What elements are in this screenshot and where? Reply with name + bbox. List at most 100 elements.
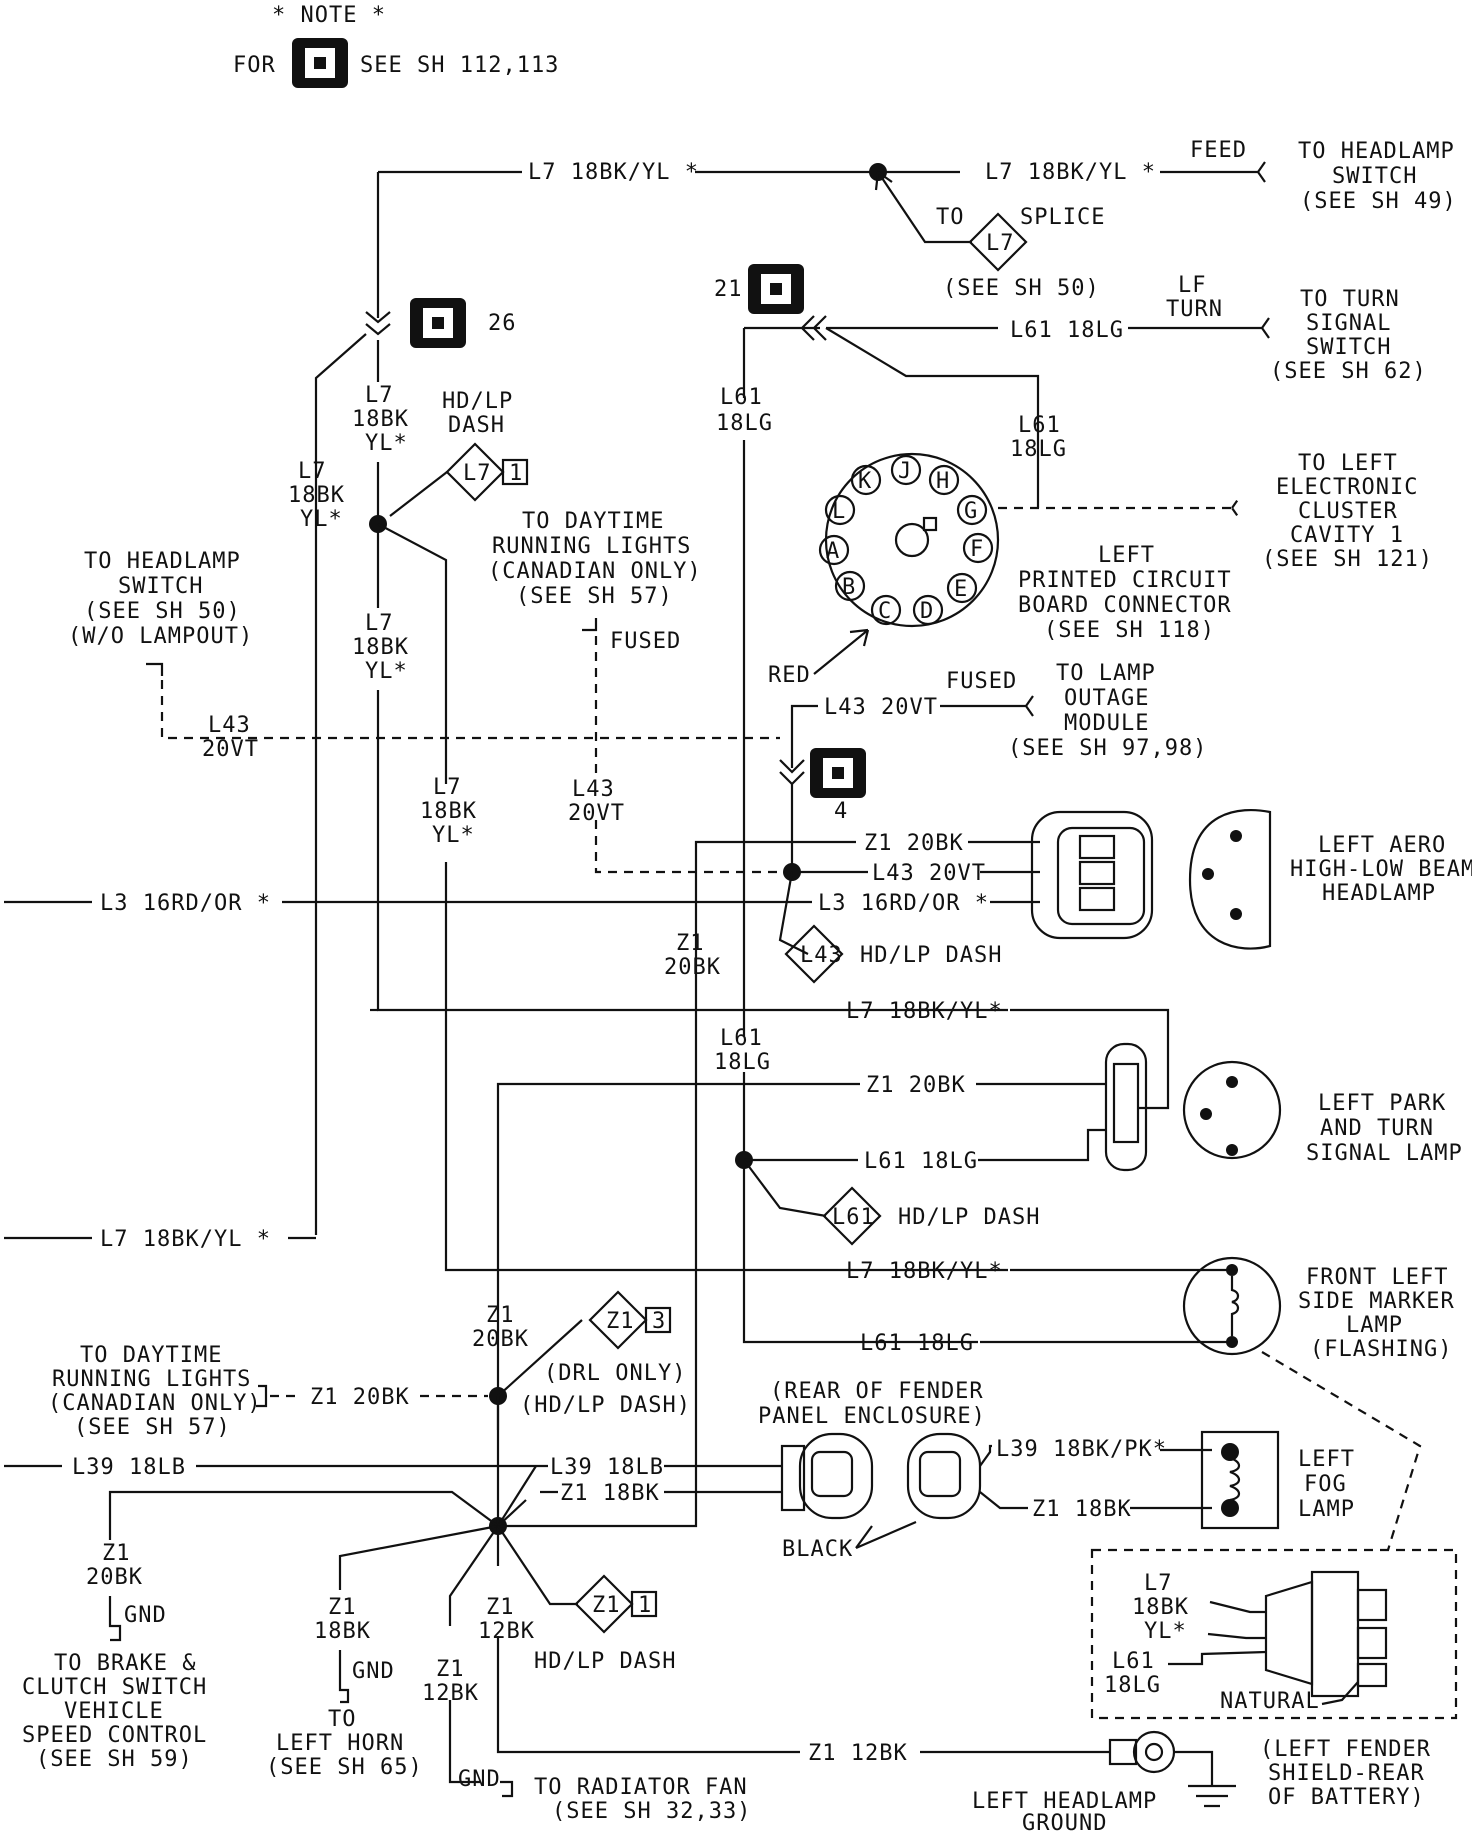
svg-text:18BK: 18BK	[1132, 1595, 1189, 1620]
lamp-outage-label: TO LAMP OUTAGE MODULE (SEE SH 97,98)	[1008, 661, 1206, 761]
headlamp-switch-left-label: TO HEADLAMP SWITCH (SEE SH 50) (W/O LAMP…	[68, 549, 253, 649]
svg-text:18LG: 18LG	[714, 1050, 771, 1075]
splice-diamond	[968, 212, 1028, 272]
side-marker-label: FRONT LEFT SIDE MARKER LAMP (FLASHING)	[1298, 1265, 1455, 1362]
svg-text:18BK: 18BK	[420, 799, 477, 824]
svg-text:18BK: 18BK	[352, 407, 409, 432]
svg-text:LAMP: LAMP	[1298, 1497, 1355, 1522]
svg-text:GND: GND	[458, 1767, 501, 1792]
svg-text:TO DAYTIME: TO DAYTIME	[80, 1343, 222, 1368]
svg-text:(FLASHING): (FLASHING)	[1310, 1337, 1452, 1362]
svg-text:TO BRAKE &: TO BRAKE &	[54, 1651, 196, 1676]
lamp-icon	[1030, 809, 1272, 950]
svg-text:SWITCH: SWITCH	[1332, 164, 1417, 189]
svg-text:F: F	[970, 537, 984, 562]
svg-text:CLUSTER: CLUSTER	[1298, 499, 1398, 524]
svg-text:G: G	[964, 499, 978, 524]
svg-text:3: 3	[652, 1309, 666, 1334]
svg-text:(SEE SH 121): (SEE SH 121)	[1262, 547, 1433, 572]
svg-text:18LG: 18LG	[716, 411, 773, 436]
hdlp-dash-l43: HD/LP DASH	[860, 943, 1002, 968]
park-turn-lamp-label: LEFT PARK AND TURN SIGNAL LAMP	[1306, 1091, 1462, 1166]
svg-text:L61 18LG: L61 18LG	[1010, 318, 1124, 343]
splice-label: SPLICE	[1020, 205, 1105, 230]
svg-text:Z1: Z1	[676, 931, 705, 956]
radiator-fan-label: TO RADIATOR FAN (SEE SH 32,33)	[534, 1775, 751, 1824]
connector-icon	[410, 298, 466, 348]
svg-text:TO DAYTIME: TO DAYTIME	[522, 509, 664, 534]
svg-text:L61: L61	[1112, 1649, 1155, 1674]
hdlp-dash-l61: HD/LP DASH	[898, 1205, 1040, 1230]
svg-text:(SEE SH 32,33): (SEE SH 32,33)	[552, 1799, 751, 1824]
svg-text:TO TURN: TO TURN	[1300, 287, 1400, 312]
fog-connector-icon	[780, 1432, 982, 1520]
hdlp-dash-bottom: HD/LP DASH	[534, 1649, 676, 1674]
svg-text:(SEE SH 118): (SEE SH 118)	[1044, 618, 1215, 643]
svg-text:SWITCH: SWITCH	[118, 574, 203, 599]
lamp-icon	[1182, 1256, 1282, 1356]
svg-text:OUTAGE: OUTAGE	[1064, 686, 1149, 711]
svg-text:20VT: 20VT	[202, 737, 259, 762]
svg-text:TURN: TURN	[1166, 297, 1223, 322]
svg-text:TO HEADLAMP: TO HEADLAMP	[84, 549, 241, 574]
horn-label: TO LEFT HORN (SEE SH 65)	[266, 1707, 423, 1780]
svg-text:LEFT PARK: LEFT PARK	[1318, 1091, 1446, 1116]
turn-signal-switch-label: TO TURN SIGNAL SWITCH (SEE SH 62)	[1270, 287, 1426, 384]
svg-text:YL*: YL*	[1144, 1619, 1187, 1644]
svg-text:Z1: Z1	[592, 1593, 621, 1618]
svg-text:RUNNING LIGHTS: RUNNING LIGHTS	[492, 534, 691, 559]
svg-text:PRINTED CIRCUIT: PRINTED CIRCUIT	[1018, 568, 1232, 593]
svg-text:HIGH-LOW BEAM: HIGH-LOW BEAM	[1290, 857, 1472, 882]
splice-see: (SEE SH 50)	[943, 276, 1100, 301]
svg-text:18LG: 18LG	[1104, 1673, 1161, 1698]
svg-text:1: 1	[509, 461, 523, 486]
natural-label: NATURAL	[1220, 1689, 1320, 1714]
svg-text:SHIELD-REAR: SHIELD-REAR	[1268, 1761, 1425, 1786]
svg-text:Z1: Z1	[486, 1595, 515, 1620]
svg-text:L7: L7	[463, 461, 492, 486]
svg-text:HD/LP: HD/LP	[442, 389, 513, 414]
brake-switch-label: TO BRAKE & CLUTCH SWITCH VEHICLE SPEED C…	[22, 1651, 206, 1772]
svg-text:YL*: YL*	[365, 431, 408, 456]
svg-text:K: K	[858, 469, 872, 494]
svg-text:C: C	[878, 599, 892, 624]
svg-text:TO LEFT: TO LEFT	[1298, 451, 1398, 476]
svg-text:LAMP: LAMP	[1346, 1313, 1403, 1338]
black-label: BLACK	[782, 1537, 853, 1562]
svg-text:(LEFT FENDER: (LEFT FENDER	[1260, 1737, 1431, 1762]
hdlp-dash-z1: (HD/LP DASH)	[520, 1393, 691, 1418]
svg-text:18BK: 18BK	[352, 635, 409, 660]
connector-icon	[748, 264, 804, 314]
svg-text:(W/O LAMPOUT): (W/O LAMPOUT)	[68, 624, 253, 649]
svg-text:L43: L43	[800, 943, 843, 968]
svg-text:TO: TO	[328, 1707, 357, 1732]
svg-text:TO HEADLAMP: TO HEADLAMP	[1298, 139, 1455, 164]
svg-text:(SEE SH 65): (SEE SH 65)	[266, 1755, 423, 1780]
svg-text:FUSED: FUSED	[946, 669, 1017, 694]
svg-text:GND: GND	[124, 1603, 167, 1628]
svg-text:12BK: 12BK	[422, 1681, 479, 1706]
svg-text:SWITCH: SWITCH	[1306, 335, 1391, 360]
svg-text:L61: L61	[1018, 413, 1061, 438]
note-see: SEE SH 112,113	[360, 53, 559, 78]
svg-text:(SEE SH 57): (SEE SH 57)	[74, 1415, 231, 1440]
svg-text:RUNNING LIGHTS: RUNNING LIGHTS	[52, 1367, 251, 1392]
note-title: * NOTE *	[272, 3, 386, 28]
connector-icon	[810, 748, 866, 798]
svg-text:TO LAMP: TO LAMP	[1056, 661, 1156, 686]
note-for: FOR	[233, 53, 276, 78]
svg-text:LEFT AERO: LEFT AERO	[1318, 833, 1446, 858]
svg-text:Z1 12BK: Z1 12BK	[808, 1741, 908, 1766]
svg-text:18BK: 18BK	[288, 483, 345, 508]
feed-label: FEED	[1190, 138, 1247, 163]
connector-4-label: 4	[834, 799, 848, 824]
svg-text:(SEE SH 50): (SEE SH 50)	[84, 599, 241, 624]
svg-text:L7: L7	[298, 459, 327, 484]
svg-text:(SEE SH 49): (SEE SH 49)	[1300, 189, 1457, 214]
svg-text:L7: L7	[986, 231, 1015, 256]
svg-text:YL*: YL*	[365, 659, 408, 684]
svg-text:L7: L7	[365, 383, 394, 408]
connector-26-label: 26	[488, 311, 517, 336]
svg-text:SIDE MARKER: SIDE MARKER	[1298, 1289, 1455, 1314]
